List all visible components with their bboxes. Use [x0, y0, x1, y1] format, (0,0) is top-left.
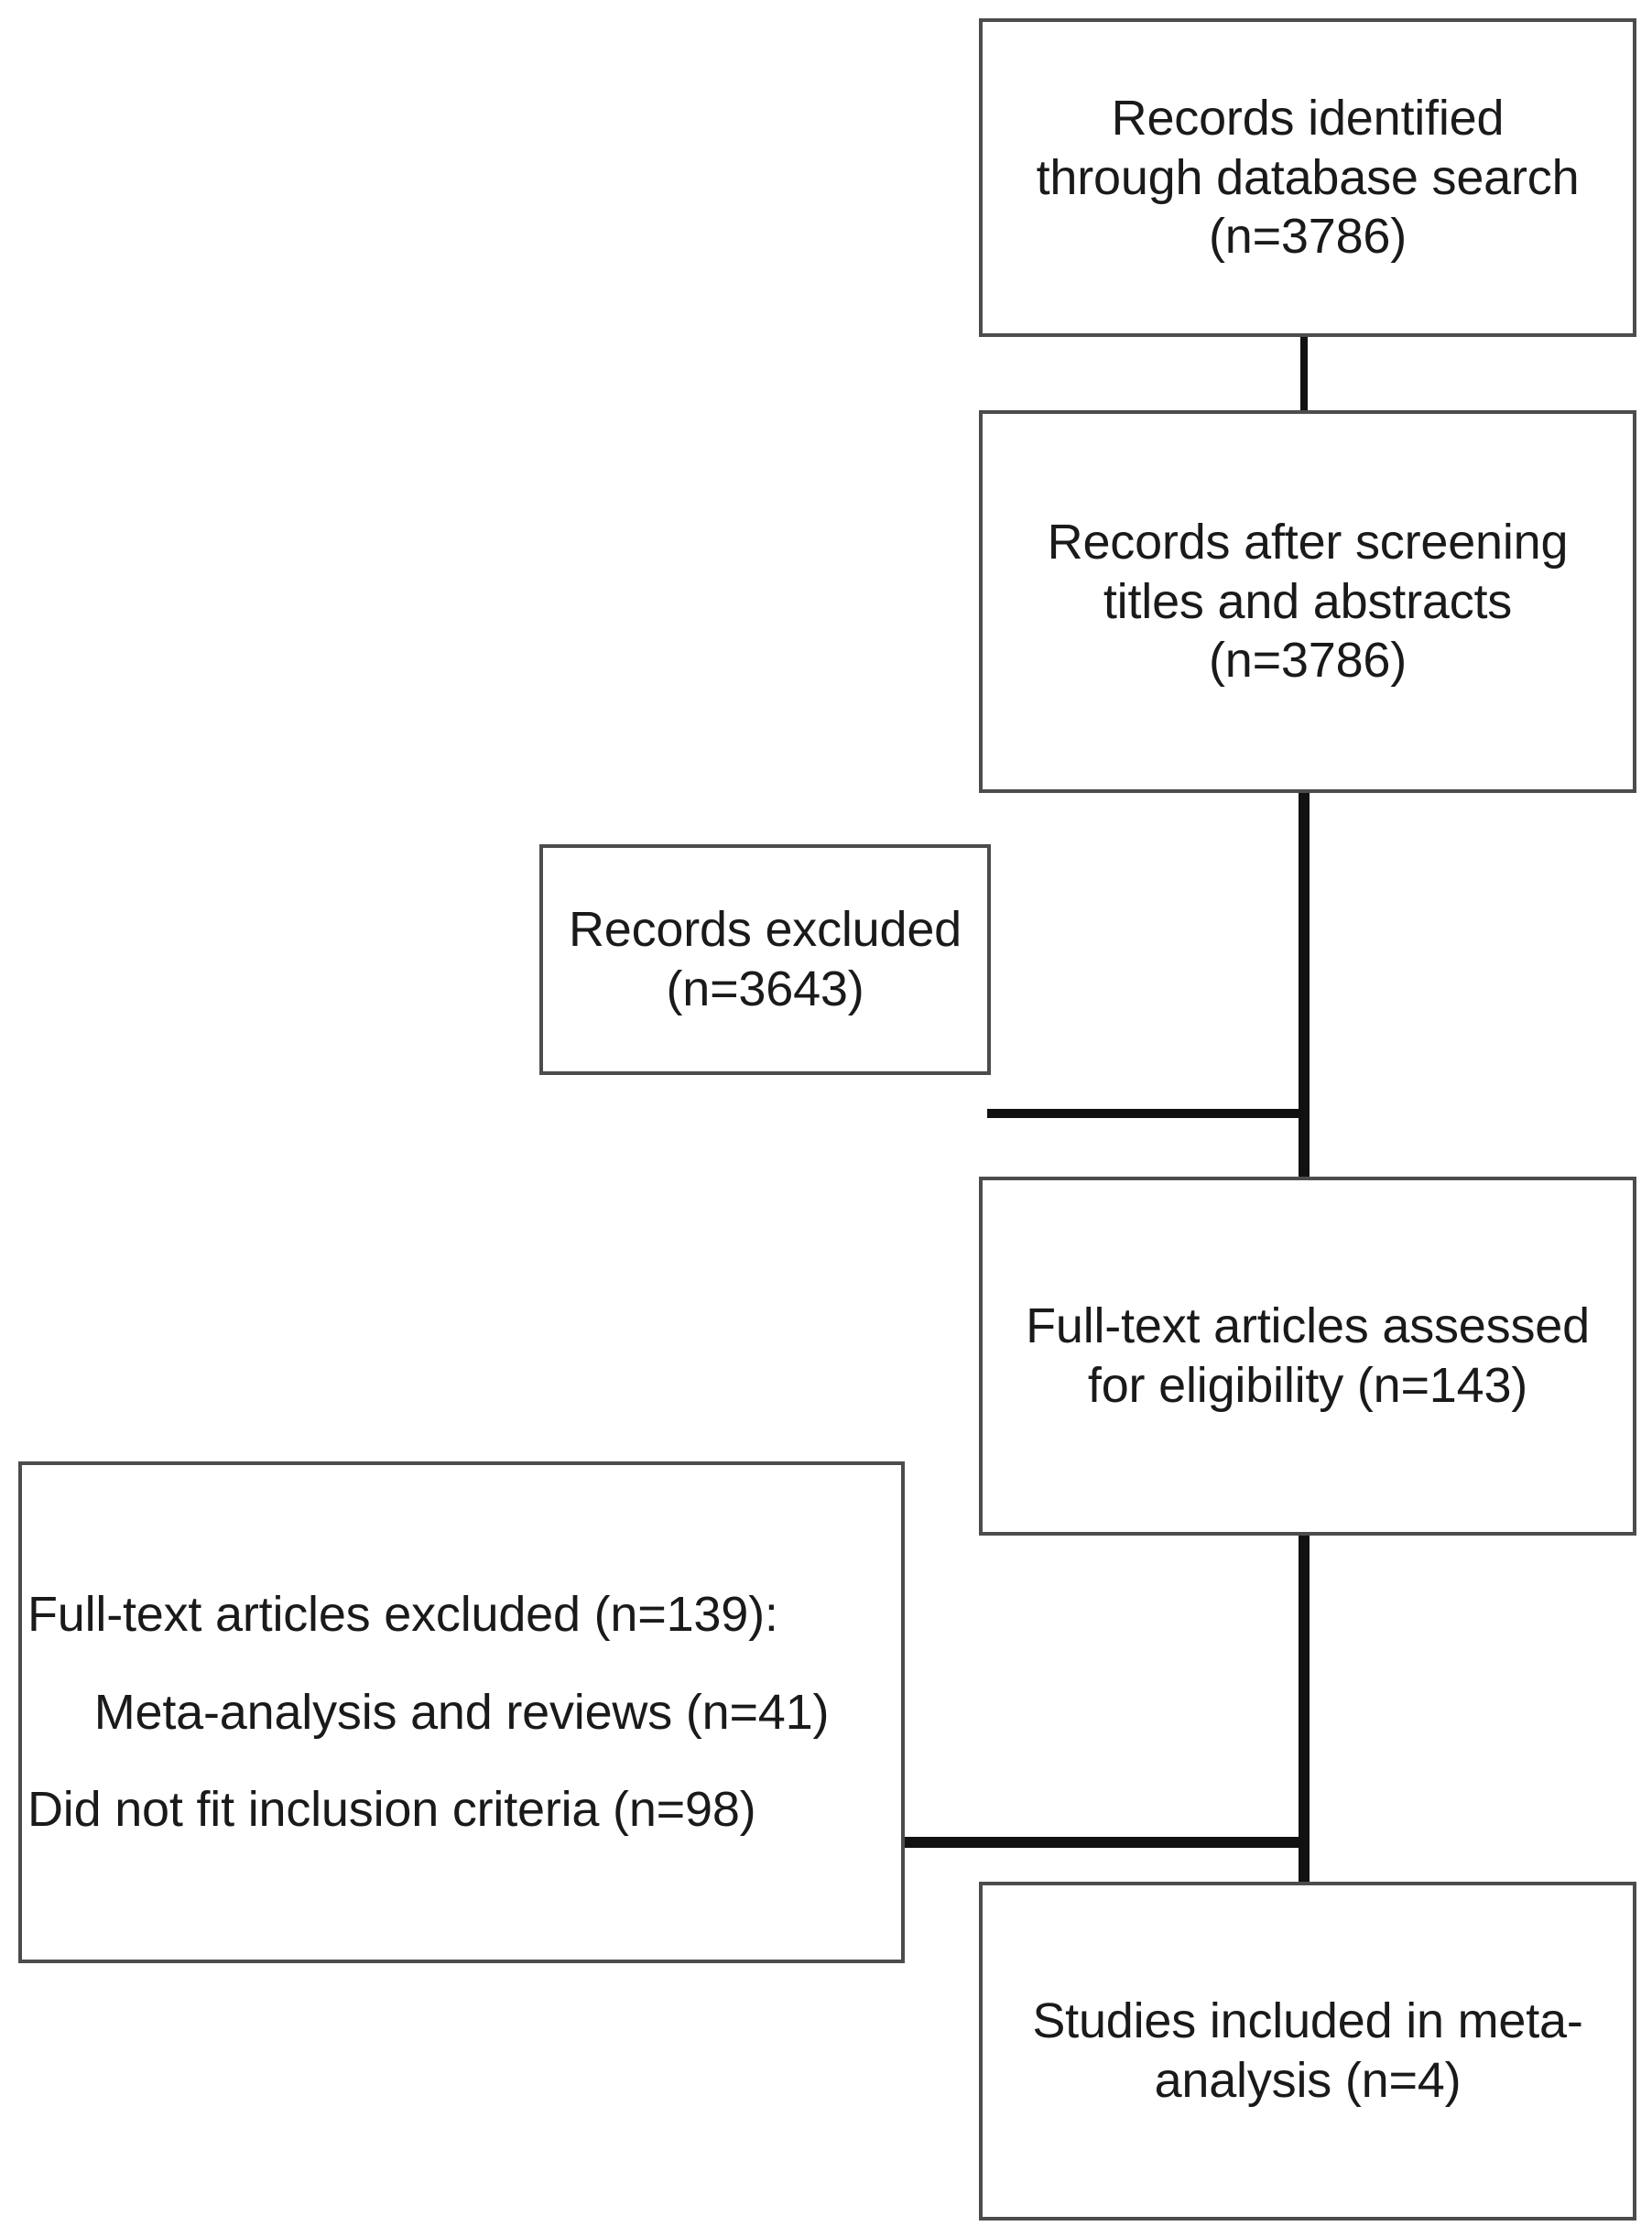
- node-full-text-excluded-lines: Full-text articles excluded (n=139): Met…: [22, 1587, 901, 1837]
- connector-identified-to-screened: [1300, 335, 1308, 414]
- node-full-text-excluded: Full-text articles excluded (n=139): Met…: [18, 1461, 905, 1963]
- node-full-text-assessed-label: Full-text articles assessed for eligibil…: [1026, 1298, 1590, 1413]
- node-records-after-screening: Records after screening titles and abstr…: [979, 410, 1636, 793]
- node-full-text-assessed: Full-text articles assessed for eligibil…: [979, 1177, 1636, 1536]
- node-records-excluded-label: Records excluded (n=3643): [568, 902, 962, 1016]
- node-records-identified-label: Records identified through database sear…: [1036, 90, 1580, 265]
- node-full-text-excluded-line-3: Did not fit inclusion criteria (n=98): [27, 1782, 756, 1838]
- connector-screened-to-records-excluded: [987, 1109, 1306, 1118]
- node-records-excluded: Records excluded (n=3643): [539, 844, 991, 1075]
- node-full-text-excluded-line-1: Full-text articles excluded (n=139):: [27, 1587, 778, 1643]
- node-records-identified: Records identified through database sear…: [979, 18, 1636, 337]
- node-records-after-screening-label: Records after screening titles and abstr…: [1047, 514, 1569, 689]
- connector-fulltext-to-fulltext-excluded: [901, 1837, 1306, 1848]
- node-studies-included: Studies included in meta- analysis (n=4): [979, 1882, 1636, 2221]
- connector-fulltext-to-included: [1299, 1532, 1310, 1885]
- node-full-text-excluded-line-2: Meta-analysis and reviews (n=41): [93, 1684, 830, 1740]
- node-studies-included-label: Studies included in meta- analysis (n=4): [1032, 1993, 1583, 2108]
- connector-screened-to-fulltext: [1299, 789, 1310, 1180]
